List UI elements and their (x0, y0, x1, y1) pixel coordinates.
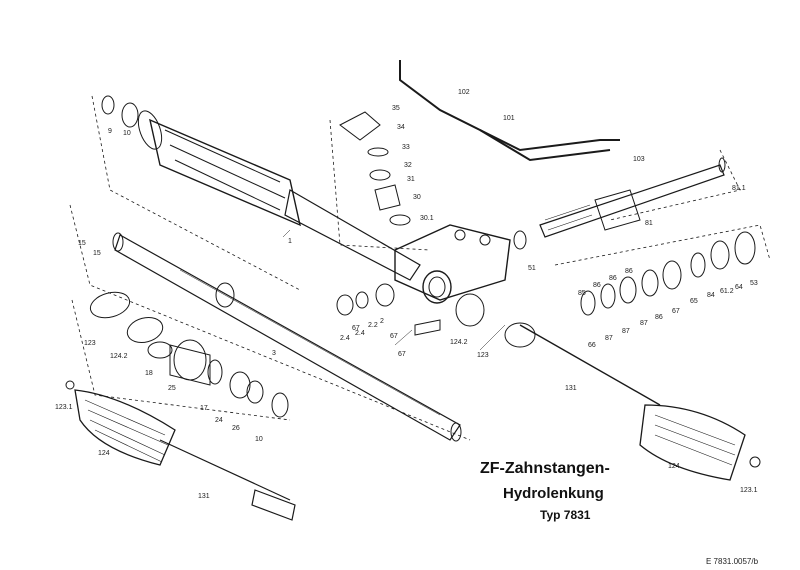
rings-right (580, 231, 756, 316)
bellows-right (504, 322, 761, 481)
diagram-title-line-2: Hydrolenkung (503, 485, 604, 502)
part-label: 2.4 (340, 335, 350, 342)
part-label: 34 (397, 124, 405, 131)
part-label: 87 (622, 328, 630, 335)
part-label: 61.2 (720, 288, 734, 295)
part-label: 67 (390, 333, 398, 340)
part-label: 81 (645, 220, 653, 227)
part-label: 101 (503, 115, 515, 122)
part-label: 2.2 (368, 322, 378, 329)
part-label: 1 (288, 238, 292, 245)
part-label: 85 (578, 290, 586, 297)
part-label: 123 (477, 352, 489, 359)
part-label: 35 (392, 105, 400, 112)
part-label: 30 (413, 194, 421, 201)
part-label: 31 (407, 176, 415, 183)
part-label: 87 (640, 320, 648, 327)
part-label: 10 (123, 130, 131, 137)
part-label: 131 (198, 493, 210, 500)
diagram-title-line-3: Typ 7831 (540, 508, 591, 522)
part-label: 81.1 (732, 185, 746, 192)
part-label: 123.1 (55, 404, 73, 411)
leader-lines (282, 229, 506, 351)
part-label: 102 (458, 89, 470, 96)
part-label: 67 (352, 325, 360, 332)
part-label: 123 (84, 340, 96, 347)
rings-left (89, 291, 289, 418)
part-label: 24 (215, 417, 223, 424)
part-label: 30.1 (420, 215, 434, 222)
part-label: 18 (145, 370, 153, 377)
valve-parts (336, 111, 485, 336)
part-label: 26 (232, 425, 240, 432)
part-label: 67 (672, 308, 680, 315)
diagram-title-line-1: ZF-Zahnstangen- (480, 460, 610, 477)
part-label: 3 (272, 350, 276, 357)
part-label: 33 (402, 144, 410, 151)
pinion-shaft (539, 157, 726, 238)
part-label: 2.4 (355, 330, 365, 337)
steering-housing (101, 95, 421, 281)
part-label: 15 (78, 240, 86, 247)
part-label: 86 (655, 314, 663, 321)
part-label: 9 (108, 128, 112, 135)
part-label: 67 (398, 351, 406, 358)
hydraulic-lines (399, 60, 620, 162)
part-label: 84 (707, 292, 715, 299)
valve-housing (394, 224, 527, 304)
part-label: 17 (200, 405, 208, 412)
part-label: 124.2 (110, 353, 128, 360)
part-label: 65 (690, 298, 698, 305)
part-label: 103 (633, 156, 645, 163)
part-label: 124 (668, 463, 680, 470)
part-label: 15 (93, 250, 101, 257)
rack-tube (112, 232, 462, 442)
part-label: 124 (98, 450, 110, 457)
part-label: 66 (588, 342, 596, 349)
part-label: 25 (168, 385, 176, 392)
part-label: 86 (609, 275, 617, 282)
part-label: 86 (625, 268, 633, 275)
part-label: 124.2 (450, 339, 468, 346)
group-outlines (69, 95, 771, 441)
part-label: 123.1 (740, 487, 758, 494)
part-label: 10 (255, 436, 263, 443)
part-label: 51 (528, 265, 536, 272)
part-label: 86 (593, 282, 601, 289)
part-label: 32 (404, 162, 412, 169)
part-label: 64 (735, 284, 743, 291)
part-label: 131 (565, 385, 577, 392)
bellows-left (65, 380, 296, 521)
part-label: 87 (605, 335, 613, 342)
part-label: 53 (750, 280, 758, 287)
document-reference: E 7831.0057/b (706, 557, 759, 566)
part-label: 2 (380, 318, 384, 325)
